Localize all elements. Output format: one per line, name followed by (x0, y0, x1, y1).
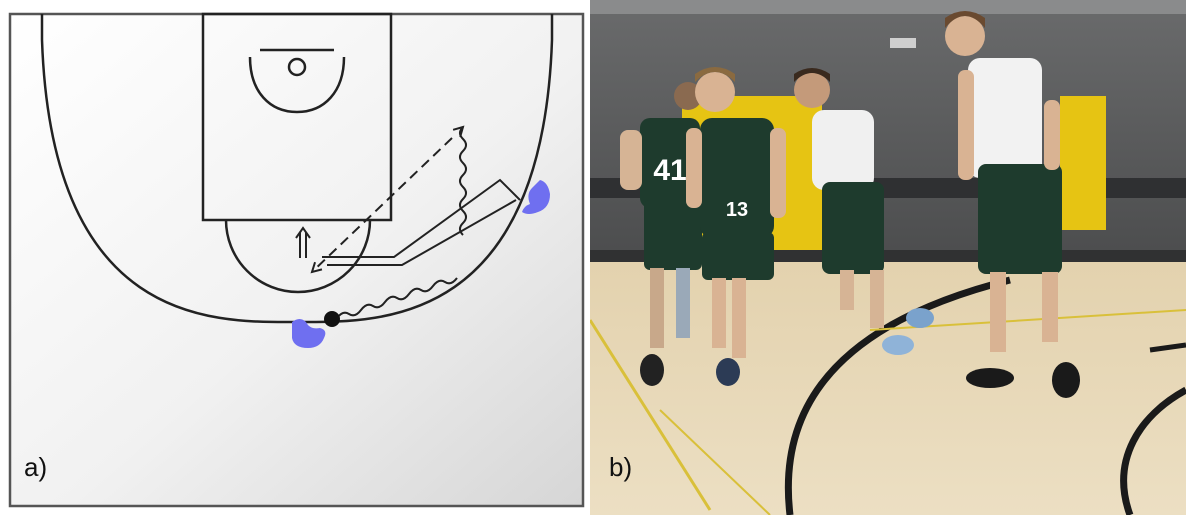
game-photo: 41 13 (590, 0, 1186, 515)
free-throw-circle (224, 219, 372, 294)
court-diagram-panel: a) (0, 0, 590, 515)
dribble-line-low (336, 277, 458, 319)
jersey-number-41: 41 (653, 154, 686, 187)
wall-pad-right (1060, 96, 1106, 230)
court-line-right (1149, 342, 1186, 353)
panel-a-label: a) (24, 452, 48, 482)
court-yellow-line (590, 319, 712, 511)
court-background (10, 14, 583, 506)
screen-path (322, 178, 521, 258)
ceiling-strip (590, 0, 1186, 14)
restricted-arc (248, 56, 346, 114)
hoop (287, 57, 307, 77)
player-13: 13 (686, 67, 786, 386)
panel-b-label: b) (609, 452, 633, 482)
wall-sign (890, 38, 916, 48)
hand-defender-icon (292, 180, 550, 348)
paint-key (201, 12, 393, 222)
dribble-line-up (460, 127, 467, 236)
court-yellow-line-2 (659, 409, 771, 515)
court-arc-line-right (1120, 386, 1186, 515)
player-white-middle (794, 68, 934, 355)
pass-line (312, 137, 453, 272)
player-41: 41 (620, 82, 702, 386)
court-diagram (8, 12, 585, 508)
jersey-number-13: 13 (726, 199, 748, 221)
ball-icon (324, 311, 340, 327)
player-white-tall (945, 11, 1080, 398)
game-photo-panel: 41 13 (590, 0, 1186, 515)
court-arc-line (784, 276, 1011, 515)
cut-arrow-icon (295, 226, 311, 258)
screen-path-inner (327, 199, 517, 266)
